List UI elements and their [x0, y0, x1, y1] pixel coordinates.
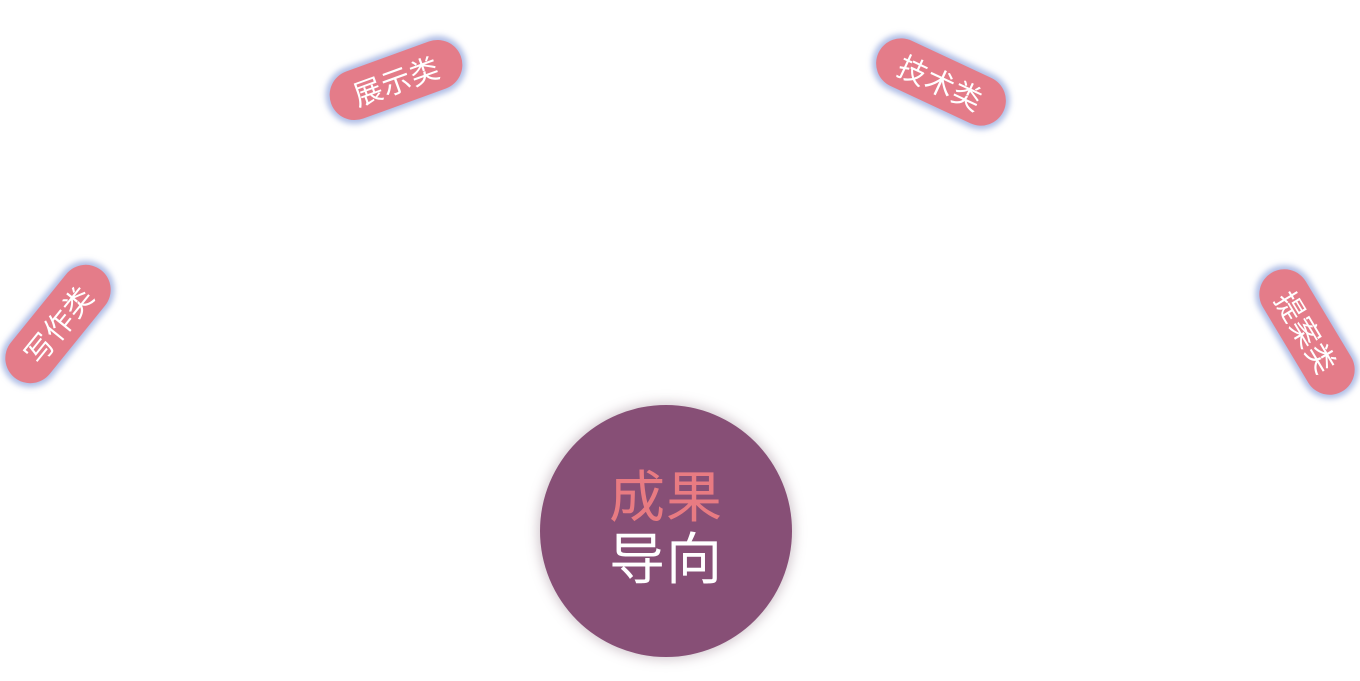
category-pill-label: 写作类 [18, 279, 102, 371]
category-pill-label: 提案类 [1267, 285, 1344, 381]
center-hub: 成果 导向 [540, 405, 792, 657]
category-pill-label: 技术类 [892, 49, 989, 119]
center-title-top: 成果 [609, 466, 723, 531]
category-pill-technical[interactable]: 技术类 [867, 30, 1015, 134]
category-pill-display[interactable]: 展示类 [322, 32, 470, 128]
category-pill-label: 展示类 [348, 50, 445, 114]
category-pill-writing[interactable]: 写作类 [0, 254, 121, 394]
center-title-bottom: 导向 [609, 528, 723, 593]
category-pill-proposal[interactable]: 提案类 [1250, 259, 1360, 405]
